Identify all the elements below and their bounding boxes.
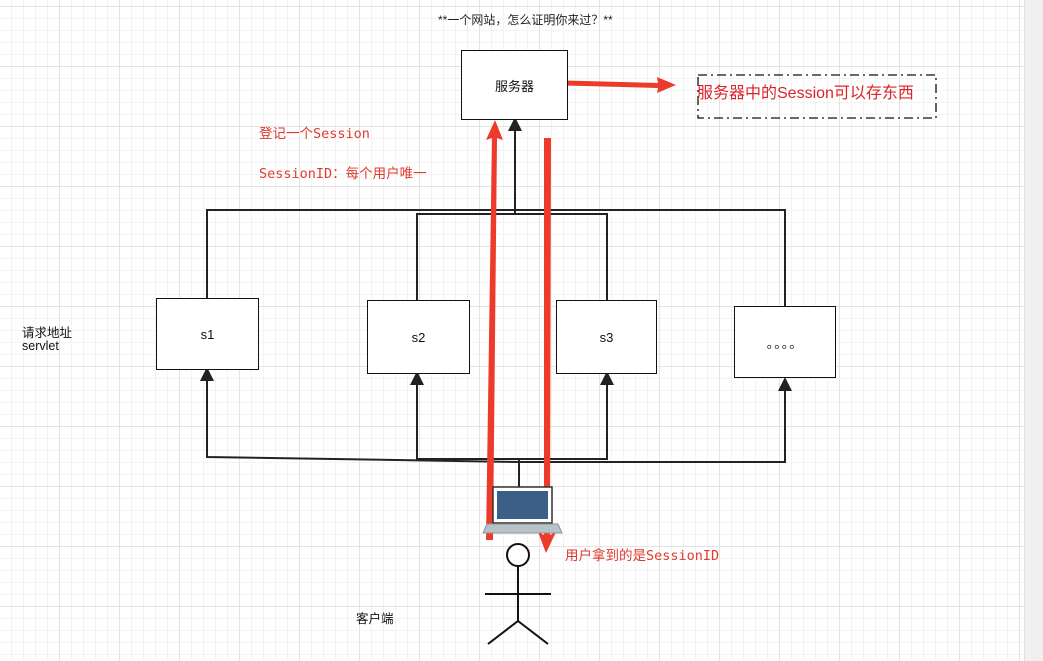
- red-arrow-right: [546, 77, 676, 93]
- servlet-box-s3[interactable]: s3: [556, 300, 657, 374]
- servlet-box-s1[interactable]: s1: [156, 298, 259, 370]
- register-session-text: 登记一个Session: [259, 126, 370, 142]
- session-note-text: 服务器中的Session可以存东西: [697, 85, 914, 102]
- diagram-title: **一个网站，怎么证明你来过？**: [438, 13, 613, 27]
- user-gets-session-id-text: 用户拿到的是SessionID: [565, 548, 720, 564]
- request-address-label: 请求地址: [22, 326, 73, 340]
- servlet-label-s3: s3: [599, 329, 614, 345]
- laptop-icon: [482, 486, 563, 534]
- server-box[interactable]: 服务器: [461, 50, 568, 120]
- servlet-box-s2[interactable]: s2: [367, 300, 470, 374]
- servlet-label-s1: s1: [200, 326, 215, 342]
- servlet-box-more[interactable]: 。。。。: [734, 306, 836, 378]
- server-label: 服务器: [494, 78, 534, 94]
- servlet-label: servlet: [22, 339, 59, 353]
- right-edge-bar: [1024, 0, 1043, 661]
- red-arrow-up: [486, 120, 503, 540]
- session-id-note-text: SessionID：每个用户唯一: [259, 166, 427, 182]
- red-arrow-down: [538, 138, 556, 553]
- client-person-icon: [485, 543, 551, 645]
- session-note-border: [697, 74, 937, 119]
- servlet-label-more: 。。。。: [766, 335, 804, 351]
- servlet-label-s2: s2: [411, 329, 426, 345]
- red-arrows: [486, 77, 676, 553]
- lower-bus: [200, 367, 792, 488]
- client-label: 客户端: [356, 612, 394, 626]
